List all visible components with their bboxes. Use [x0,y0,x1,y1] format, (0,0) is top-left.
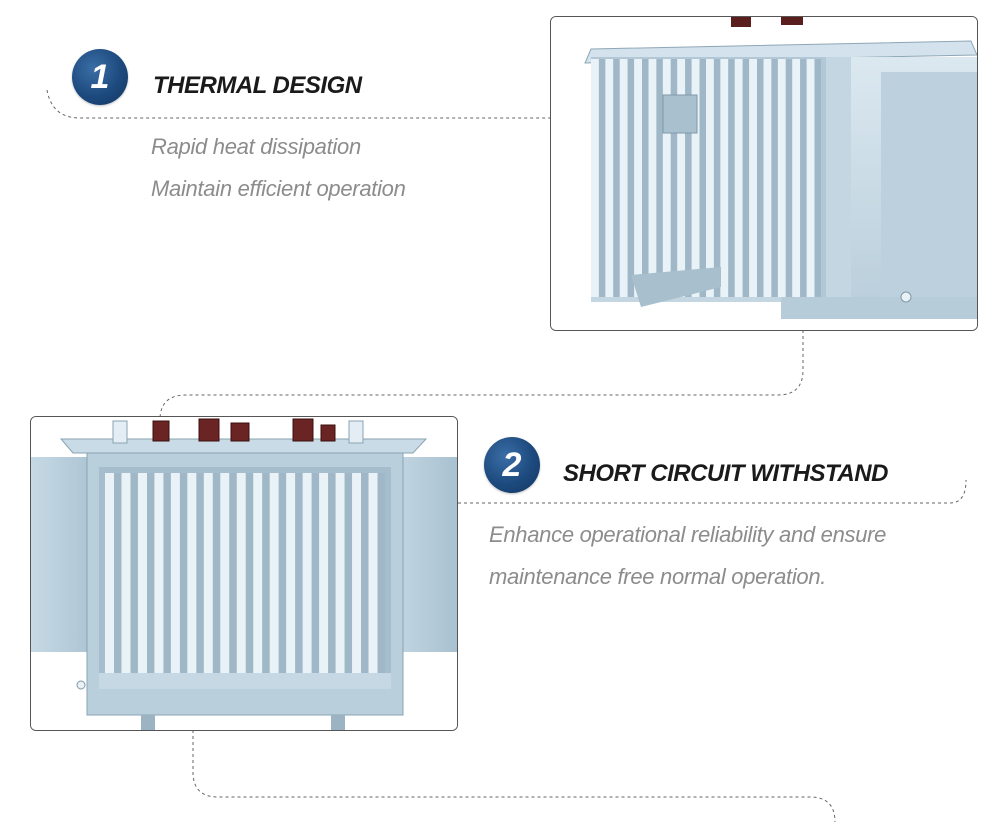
radiator-fin [269,473,279,673]
radiator-fin [605,59,614,297]
step-number-badge-1: 1 [72,49,128,105]
feature-title-short-circuit-withstand: SHORT CIRCUIT WITHSTAND [563,460,888,487]
transformer-illustration [551,17,977,330]
radiator-fin-shadow [785,59,793,297]
radiator-fin-shadow [642,59,649,297]
radiator-fin [749,59,758,297]
radiator-fin [792,59,801,297]
radiator-fin [777,59,786,297]
radiator-fin-shadow [377,473,385,673]
radiator-fin [691,59,700,297]
radiator-fin-shadow [147,473,155,673]
feature-description-1: Rapid heat dissipation Maintain efficien… [151,126,406,210]
radiator-fin-shadow [713,59,721,297]
radiator-fin-shadow [278,473,287,673]
radiator-fin-shadow [163,473,171,673]
radiator-fin-shadow [328,473,336,673]
feature-description-2: Enhance operational reliability and ensu… [489,514,886,598]
radiator-fin-shadow [771,59,778,297]
feature-title-thermal-design: THERMAL DESIGN [153,72,362,99]
radiator-fin [706,59,714,297]
radiator-fin-shadow [742,59,750,297]
radiator-fin-shadow [130,473,138,673]
radiator-fin [368,473,378,673]
feature-description-line: Enhance operational reliability and ensu… [489,522,887,547]
radiator-fin [335,473,345,673]
radiator-fin-shadow [361,473,369,673]
radiator-fin-shadow [814,59,821,297]
radiator-fin [302,473,312,673]
step-number-1: 1 [90,57,110,96]
radiator-fin [154,473,164,673]
radiator-fin-shadow [670,59,678,297]
radiator-fin-shadow [262,473,270,673]
radiator-fin-shadow [245,473,254,673]
radiator-fin-shadow [196,473,204,673]
radiator-fin-shadow [598,59,606,297]
radiator-fin-shadow [800,59,807,297]
radiator-fin-shadow [699,59,706,297]
step-number-2: 2 [502,445,522,484]
radiator-fin [137,473,147,673]
transformer-photo-front [30,416,458,731]
radiator-fin [634,59,643,297]
radiator-fin [806,59,815,297]
feature-description-line: maintenance free normal operation. [489,564,827,589]
radiator-fin [734,59,743,297]
radiator-fin [720,59,729,297]
radiator-fin [677,59,686,297]
feature-description-line: Maintain efficient operation [151,176,406,201]
radiator-fin [236,473,246,673]
feature-description-line: Rapid heat dissipation [151,134,361,159]
radiator-fin [187,473,197,673]
radiator-fin-shadow [229,473,237,673]
radiator-fin [286,473,296,673]
radiator-fin [662,59,671,297]
radiator-fin-shadow [179,473,188,673]
radiator-fin [105,473,115,673]
radiator-fin [220,473,230,673]
radiator-fin [203,473,213,673]
radiator-fin-shadow [685,59,692,297]
radiator-fin-shadow [656,59,663,297]
radiator-fin [319,473,329,673]
radiator-fin [352,473,362,673]
step-number-badge-2: 2 [484,437,540,493]
radiator-fin [253,473,263,673]
radiator-fin [121,473,131,673]
radiator-fin-shadow [212,473,221,673]
radiator-fin [619,59,628,297]
radiator-fin-shadow [311,473,320,673]
radiator-fin [763,59,772,297]
transformer-illustration [31,417,457,730]
radiator-fin [170,473,180,673]
transformer-photo-radiator-closeup [550,16,978,331]
radiator-fin-shadow [114,473,122,673]
radiator-fin [591,59,599,297]
radiator-fin-shadow [728,59,735,297]
radiator-fin-shadow [344,473,353,673]
radiator-fin-shadow [613,59,620,297]
radiator-fin-shadow [757,59,764,297]
radiator-fin [648,59,657,297]
radiator-fin-shadow [627,59,635,297]
radiator-fin-shadow [295,473,303,673]
